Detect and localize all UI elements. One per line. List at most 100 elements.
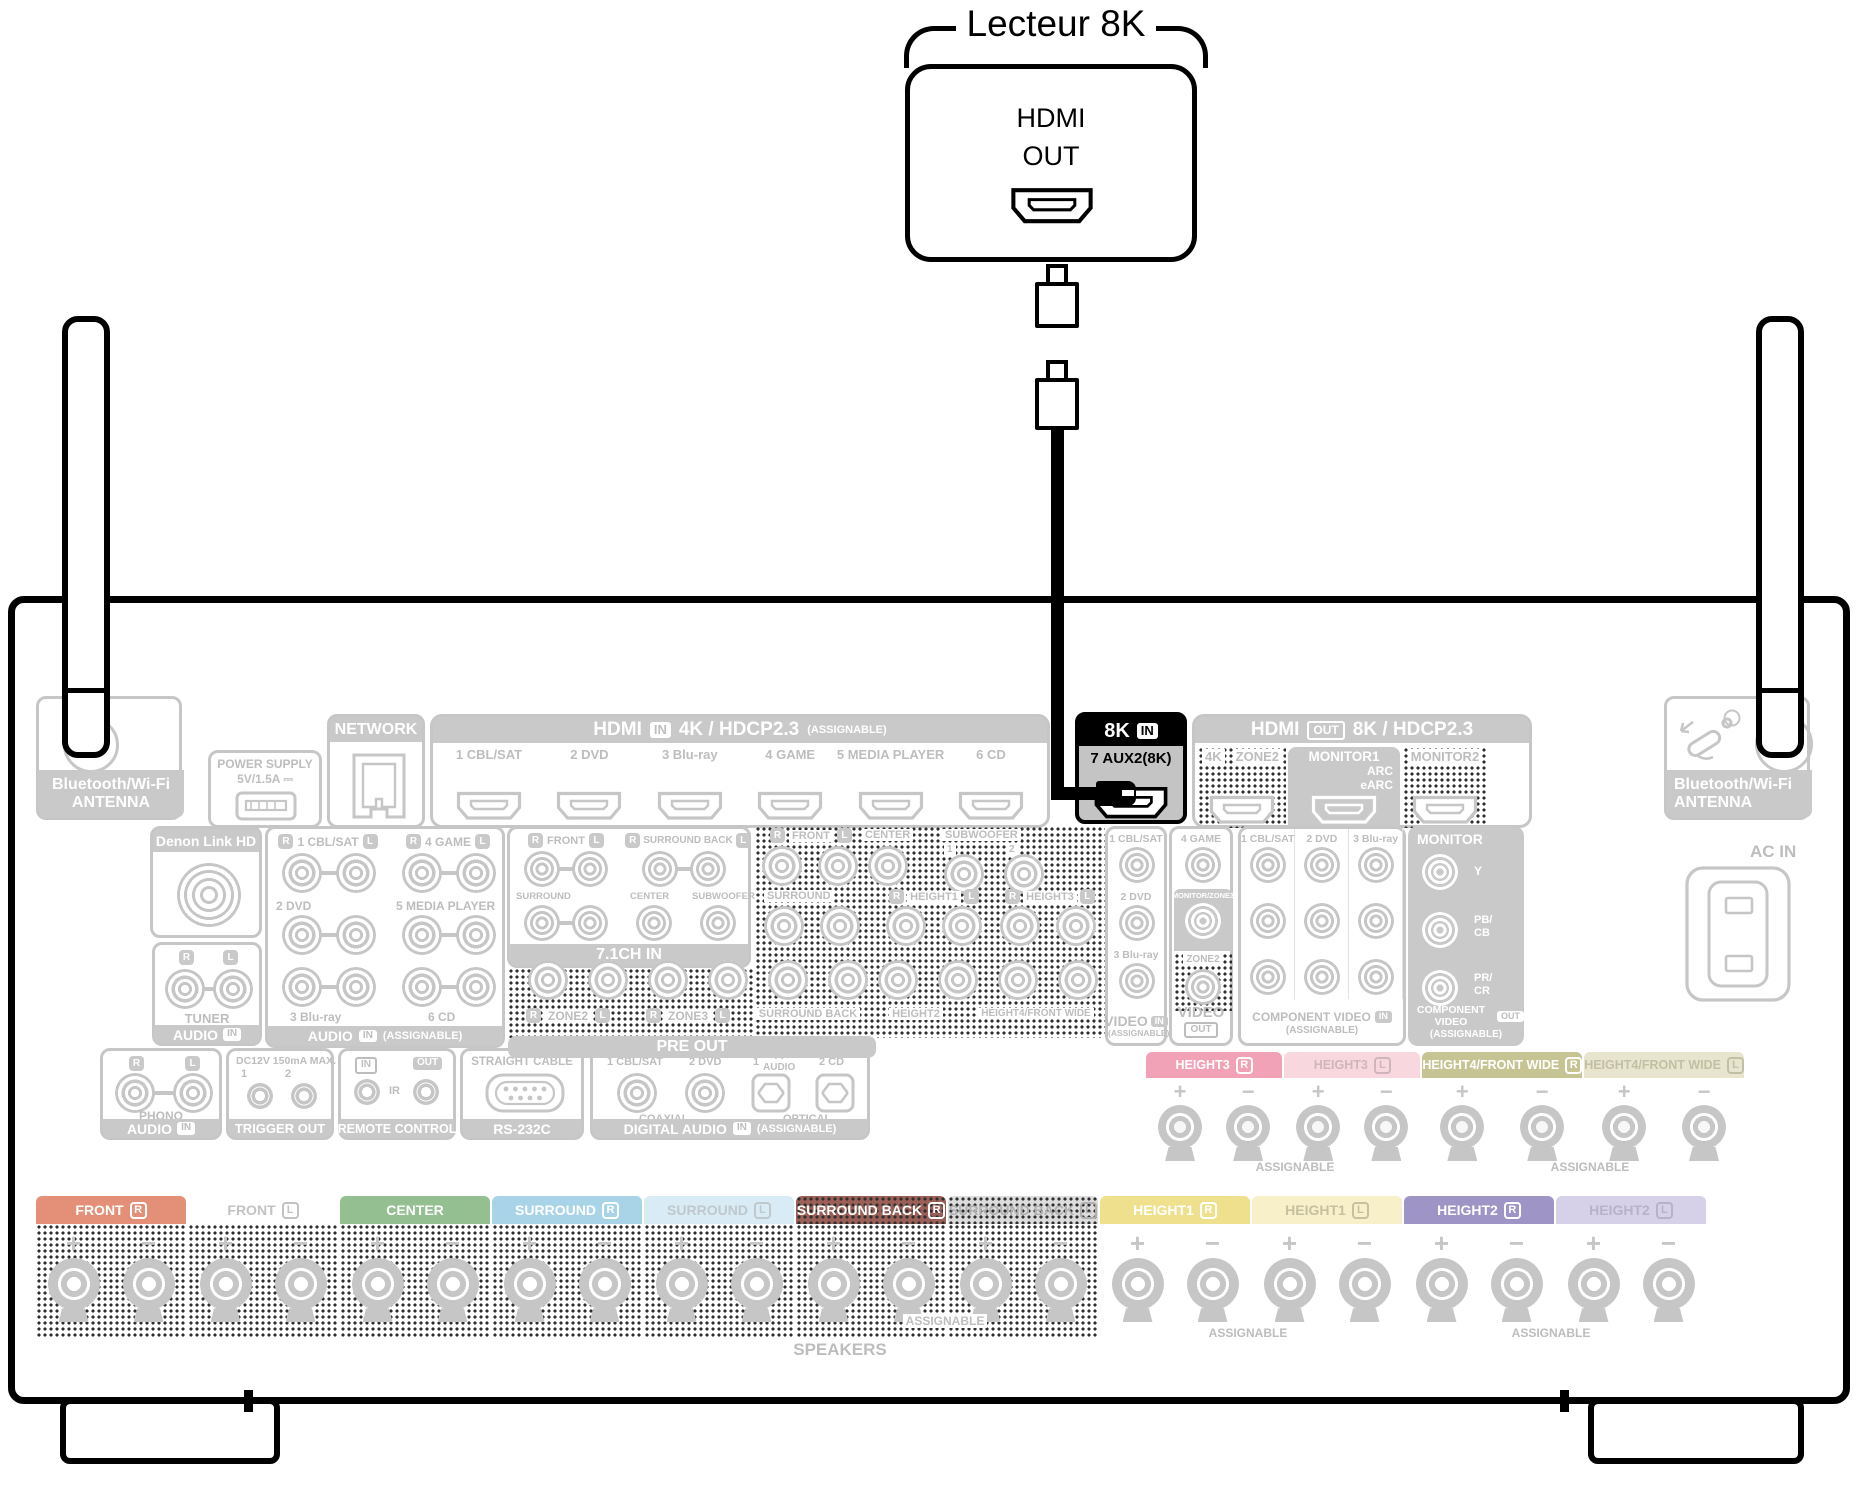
video-out-footer: VIDEO — [1177, 1003, 1225, 1021]
rca-jack — [764, 906, 804, 946]
speaker-group: HEIGHT1 L + − — [1252, 1196, 1402, 1338]
minus-sign: − — [1052, 1228, 1069, 1258]
l-badge: L — [836, 828, 852, 843]
rca-jack — [1422, 854, 1458, 890]
rca-jack — [1357, 959, 1394, 995]
assignable-label: ASSIGNABLE — [895, 1314, 995, 1328]
l-badge: L — [362, 834, 378, 849]
network-box: NETWORK — [327, 714, 425, 828]
speaker-header: FRONT R — [36, 1196, 186, 1224]
tuner-jack-l — [213, 969, 253, 1009]
db9-port-icon — [485, 1073, 565, 1113]
rca-jack — [282, 915, 322, 955]
arc-label: ARC — [1367, 764, 1393, 778]
hdmi-out-zone2-label: ZONE2 — [1232, 749, 1282, 764]
hdmi-port-icon — [1412, 795, 1478, 825]
hdmi-port-label: 2 DVD — [570, 747, 609, 762]
plus-sign: + — [825, 1228, 842, 1258]
monitor1-label: MONITOR1 — [1308, 749, 1380, 764]
rca-jack — [1185, 969, 1221, 1005]
speaker-group: CENTER + − — [340, 1196, 490, 1338]
hdmi-cable-elbow — [1051, 787, 1103, 800]
speaker-header: HEIGHT1 L — [1252, 1196, 1402, 1224]
preout-hatch-area — [755, 826, 1105, 1038]
rca-jack — [336, 915, 376, 955]
plus-sign: + — [1617, 1079, 1631, 1104]
hdmi-out-spec: 8K / HDCP2.3 — [1352, 719, 1474, 740]
speakers-footer-label: SPEAKERS — [793, 1340, 887, 1359]
speaker-header: HEIGHT2 L — [1556, 1196, 1706, 1224]
component-out-box: MONITOR Y PB/ CB PR/ CR COMPONENT VIDEO … — [1408, 826, 1524, 1046]
rca-jack — [572, 851, 608, 887]
rca-jack — [282, 967, 322, 1007]
minus-sign: − — [1241, 1079, 1255, 1104]
rca-jack — [456, 853, 496, 893]
r-badge: R — [625, 833, 641, 848]
plus-sign: + — [1311, 1079, 1325, 1104]
mini-jack — [413, 1079, 439, 1105]
preout-footer: PRE OUT — [508, 1036, 876, 1058]
preout-height4-label: HEIGHT4/FRONT WIDE — [978, 1008, 1094, 1019]
hdmi-out-section: HDMI OUT 8K / HDCP2.3 4K ZONE2 MONITOR1 … — [1192, 714, 1532, 828]
preout-sub2: 2 — [1006, 844, 1018, 855]
usb-port-icon — [235, 791, 297, 821]
ch71-in-box: R FRONT L R SURROUND BACK L SURROUND CEN… — [507, 826, 755, 968]
speaker-header: SURROUND R — [492, 1196, 642, 1224]
binding-post — [1682, 1104, 1727, 1149]
hdmi-cable-vertical — [1051, 428, 1064, 800]
remote-ir-label: IR — [389, 1085, 400, 1097]
assignable-label: ASSIGNABLE — [1511, 1326, 1591, 1340]
rca-jack — [572, 905, 608, 941]
minus-sign: − — [1697, 1079, 1711, 1104]
binding-post — [351, 1258, 404, 1311]
rca-jack — [685, 1073, 725, 1113]
earc-label: eARC — [1360, 778, 1393, 792]
tuner-jack-r — [165, 969, 205, 1009]
video-zone2-label: ZONE2 — [1183, 954, 1223, 965]
l-badge: L — [475, 834, 490, 849]
hdmi-port-icon — [1209, 795, 1275, 825]
plus-sign: + — [65, 1228, 82, 1258]
minus-sign: − — [596, 1228, 613, 1258]
rca-jack — [942, 906, 982, 946]
speaker-header: CENTER — [340, 1196, 490, 1224]
ch71-sback-label: SURROUND BACK — [643, 835, 733, 846]
speaker-header: HEIGHT2 R — [1404, 1196, 1554, 1224]
binding-post — [1263, 1258, 1316, 1311]
hdmi-port-label: 6 CD — [976, 747, 1006, 762]
binding-post — [1186, 1258, 1239, 1311]
rca-jack — [820, 906, 860, 946]
component-in-box: 1 CBL/SAT 2 DVD 3 Blu-ray — [1238, 826, 1406, 1046]
rca-jack — [818, 846, 858, 886]
optical-port-icon — [815, 1073, 855, 1113]
trigger-title: DC12V 150mA MAX. — [236, 1055, 336, 1067]
trigger-1: 1 — [241, 1068, 248, 1080]
denon-link-port — [177, 863, 241, 927]
remote-in-badge: IN — [355, 1057, 377, 1074]
binding-post — [274, 1258, 327, 1311]
wifi-antenna-right — [1756, 316, 1804, 758]
bt-right-label-1: Bluetooth/Wi-Fi — [1674, 775, 1793, 793]
plus-sign: + — [1173, 1079, 1187, 1104]
minus-sign: − — [1660, 1228, 1677, 1258]
binding-post — [655, 1258, 708, 1311]
player-title: Lecteur 8K — [966, 3, 1146, 44]
minus-sign: − — [1356, 1228, 1373, 1258]
rca-jack — [1303, 847, 1340, 883]
rca-jack — [1249, 903, 1286, 939]
rca-jack — [1000, 906, 1040, 946]
rs232-box: STRAIGHT CABLE RS-232C — [460, 1048, 584, 1140]
rca-jack — [1357, 847, 1394, 883]
rs232-footer: RS-232C — [462, 1119, 582, 1138]
aux2-8k-label: 7 AUX2(8K) — [1090, 750, 1172, 767]
plus-sign: + — [977, 1228, 994, 1258]
r-badge: R — [770, 828, 786, 843]
r-badge: R — [889, 889, 905, 904]
hdmi-out-monitor2-block: MONITOR2 — [1403, 747, 1487, 828]
tuner-label: TUNER — [184, 1011, 230, 1026]
rca-jack — [636, 905, 672, 941]
hdmi-in-ports: 1 CBL/SAT 2 DVD 3 Blu-ray — [443, 747, 1037, 821]
hdmi-port-label: 5 MEDIA PLAYER — [836, 747, 945, 762]
hdmi-plug-upper-body — [1035, 282, 1079, 328]
